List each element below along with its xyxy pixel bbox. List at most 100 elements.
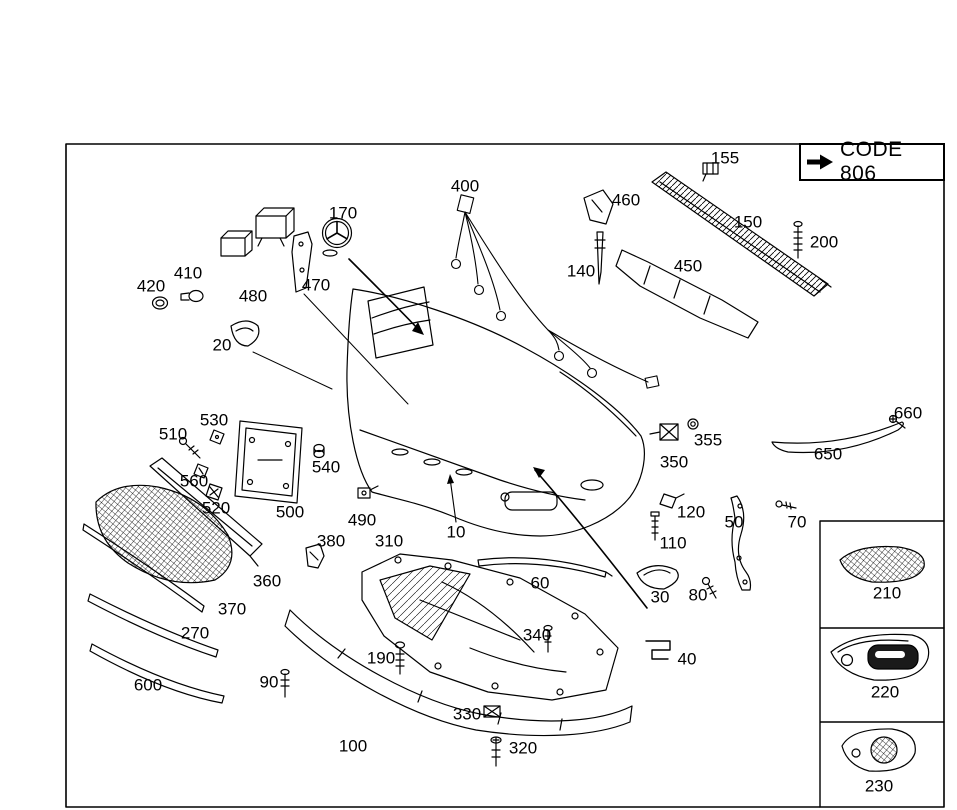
part-label-510: 510 <box>158 424 188 444</box>
part-art-harness <box>450 194 660 389</box>
part-label-350: 350 <box>659 452 689 472</box>
diagram-frame <box>65 143 945 808</box>
part-label-270: 270 <box>180 623 210 643</box>
part-art-modules-480 <box>220 207 295 257</box>
part-art-sensor-410 <box>180 289 204 303</box>
part-label-410: 410 <box>173 263 203 283</box>
part-art-bracket-350 <box>649 423 679 441</box>
part-label-155: 155 <box>710 148 740 168</box>
part-art-screw-200 <box>793 220 803 259</box>
inset-art-230 <box>841 728 916 772</box>
part-label-310: 310 <box>374 531 404 551</box>
part-label-470: 470 <box>301 275 331 295</box>
part-art-nut-540 <box>313 443 325 459</box>
part-label-140: 140 <box>566 261 596 281</box>
part-label-360: 360 <box>252 571 282 591</box>
part-art-pin-140 <box>594 231 606 285</box>
part-art-bracket-380 <box>305 543 325 569</box>
inset-art-210 <box>839 545 925 583</box>
part-label-220: 220 <box>870 682 900 702</box>
part-art-screw-660 <box>888 414 906 429</box>
part-art-clip-560 <box>193 463 209 479</box>
part-label-150: 150 <box>733 212 763 232</box>
part-art-clip-155 <box>702 162 719 182</box>
part-label-355: 355 <box>693 430 723 450</box>
part-label-70: 70 <box>787 512 807 532</box>
part-art-ring-420 <box>151 296 169 310</box>
part-art-clip-520 <box>205 483 223 501</box>
part-label-190: 190 <box>366 648 396 668</box>
part-art-impact-bar <box>651 171 832 297</box>
part-art-strip-370 <box>82 523 205 613</box>
part-label-530: 530 <box>199 410 229 430</box>
part-art-strip-270 <box>87 593 219 658</box>
part-label-520: 520 <box>201 498 231 518</box>
part-label-100: 100 <box>338 736 368 756</box>
part-label-650: 650 <box>813 444 843 464</box>
part-art-tow-cover <box>230 320 260 347</box>
part-art-clip-530 <box>209 429 225 445</box>
part-label-50: 50 <box>724 512 744 532</box>
part-art-spoiler-100 <box>284 609 633 737</box>
part-art-screw-190 <box>394 641 406 675</box>
part-art-grille-mesh <box>95 484 233 584</box>
part-label-120: 120 <box>676 502 706 522</box>
part-label-40: 40 <box>677 649 697 669</box>
part-label-400: 400 <box>450 176 480 196</box>
part-label-480: 480 <box>238 286 268 306</box>
part-label-660: 660 <box>893 403 923 423</box>
part-label-370: 370 <box>217 599 247 619</box>
part-art-screw-320 <box>490 736 502 767</box>
part-label-450: 450 <box>673 256 703 276</box>
leader-arrows <box>252 258 648 609</box>
part-art-screw-90 <box>280 668 290 698</box>
part-art-bracket-470 <box>291 231 313 293</box>
part-label-340: 340 <box>522 625 552 645</box>
part-art-screw-80 <box>701 576 717 599</box>
part-art-underbody-panel <box>361 553 619 701</box>
part-label-500: 500 <box>275 502 305 522</box>
part-label-320: 320 <box>508 738 538 758</box>
part-label-60: 60 <box>530 573 550 593</box>
part-label-420: 420 <box>136 276 166 296</box>
part-label-200: 200 <box>809 232 839 252</box>
part-label-210: 210 <box>872 583 902 603</box>
part-art-holder-490 <box>357 485 379 499</box>
part-art-absorber-450 <box>615 249 759 339</box>
part-label-490: 490 <box>347 510 377 530</box>
part-art-screw-340 <box>543 624 553 653</box>
part-label-90: 90 <box>259 672 279 692</box>
part-art-emblem-170 <box>321 217 353 257</box>
part-art-cover-30 <box>636 565 679 590</box>
code-box: CODE 806 <box>799 138 945 185</box>
part-label-600: 600 <box>133 675 163 695</box>
part-label-30: 30 <box>650 587 670 607</box>
part-art-bumper-cover <box>346 286 645 537</box>
part-label-540: 540 <box>311 457 341 477</box>
part-art-rivet-70 <box>775 500 797 510</box>
inset-art-220 <box>830 633 930 681</box>
part-art-bracket-460 <box>583 189 614 225</box>
code-arrow-icon <box>807 154 834 170</box>
part-art-grommet-355 <box>687 418 699 430</box>
part-art-clip-330 <box>483 705 501 718</box>
part-art-trim-650 <box>771 421 904 454</box>
part-label-560: 560 <box>179 471 209 491</box>
part-art-clip-40 <box>645 640 671 660</box>
part-art-plate-bracket-500 <box>234 420 303 504</box>
part-art-bracket-50 <box>730 495 752 591</box>
part-label-170: 170 <box>328 203 358 223</box>
part-art-strip-60 <box>477 557 613 578</box>
part-art-clip-120 <box>659 493 685 509</box>
part-art-screw-510 <box>178 436 201 459</box>
part-label-230: 230 <box>864 776 894 796</box>
part-label-330: 330 <box>452 704 482 724</box>
part-art-strip-600 <box>89 643 225 704</box>
part-label-380: 380 <box>316 531 346 551</box>
part-art-rivet-110 <box>650 511 660 541</box>
part-label-20: 20 <box>212 335 232 355</box>
part-label-460: 460 <box>611 190 641 210</box>
part-label-110: 110 <box>659 533 687 553</box>
